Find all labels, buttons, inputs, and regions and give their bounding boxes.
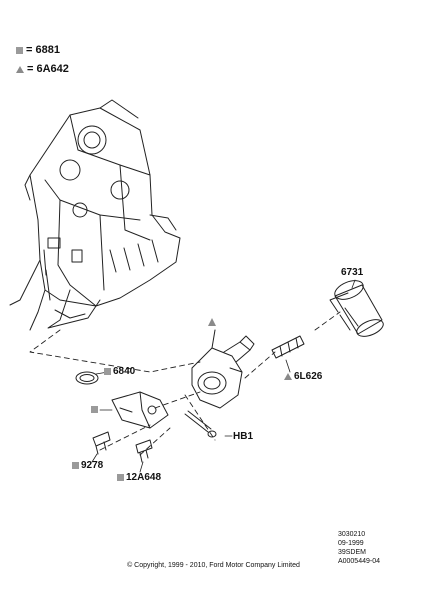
bracket-drawing bbox=[111, 391, 169, 429]
oil-filter-drawing bbox=[329, 280, 384, 337]
callout-bolt: HB1 bbox=[233, 431, 254, 442]
ref-line: 09-1999 bbox=[337, 540, 364, 547]
triangle-marker-icon bbox=[284, 373, 292, 380]
callout-adapter: 6L626 bbox=[284, 371, 322, 382]
square-marker-icon bbox=[104, 368, 111, 375]
sensor-right-drawing bbox=[135, 439, 153, 463]
engine-block-drawing bbox=[9, 99, 181, 331]
copyright-text: © Copyright, 1999 - 2010, Ford Motor Com… bbox=[127, 562, 300, 569]
legend-square-row: = 6881 bbox=[16, 44, 60, 56]
ref-line: 39SDEM bbox=[337, 549, 366, 556]
callout-gasket: 6840 bbox=[104, 366, 135, 377]
ref-line: 3030210 bbox=[337, 531, 366, 538]
callout-sensor-right: 12A648 bbox=[117, 472, 161, 483]
gasket-ring-drawing bbox=[75, 371, 99, 385]
ref-line: A0005449-04 bbox=[337, 558, 380, 565]
square-marker-icon bbox=[117, 474, 124, 481]
square-marker-icon bbox=[16, 46, 23, 54]
triangle-marker-icon bbox=[208, 318, 216, 326]
legend-triangle-text: = 6A642 bbox=[27, 63, 69, 75]
square-marker-icon bbox=[72, 462, 79, 469]
adapter-drawing bbox=[271, 335, 305, 359]
sensor-left-drawing bbox=[92, 431, 111, 455]
square-marker-icon bbox=[91, 406, 98, 413]
callout-filter: 6731 bbox=[341, 267, 364, 278]
callout-sensor-left: 9278 bbox=[72, 460, 103, 471]
reference-block: 3030210 09-1999 39SDEM A0005449-04 bbox=[338, 530, 380, 566]
oil-cooler-drawing bbox=[191, 329, 255, 409]
legend-square-text: = 6881 bbox=[26, 44, 60, 56]
leader-lines bbox=[91, 279, 356, 473]
assembly-lines bbox=[29, 311, 341, 456]
bolt-drawing bbox=[184, 410, 217, 438]
triangle-marker-icon bbox=[16, 65, 24, 73]
legend-triangle-row: = 6A642 bbox=[16, 63, 69, 75]
